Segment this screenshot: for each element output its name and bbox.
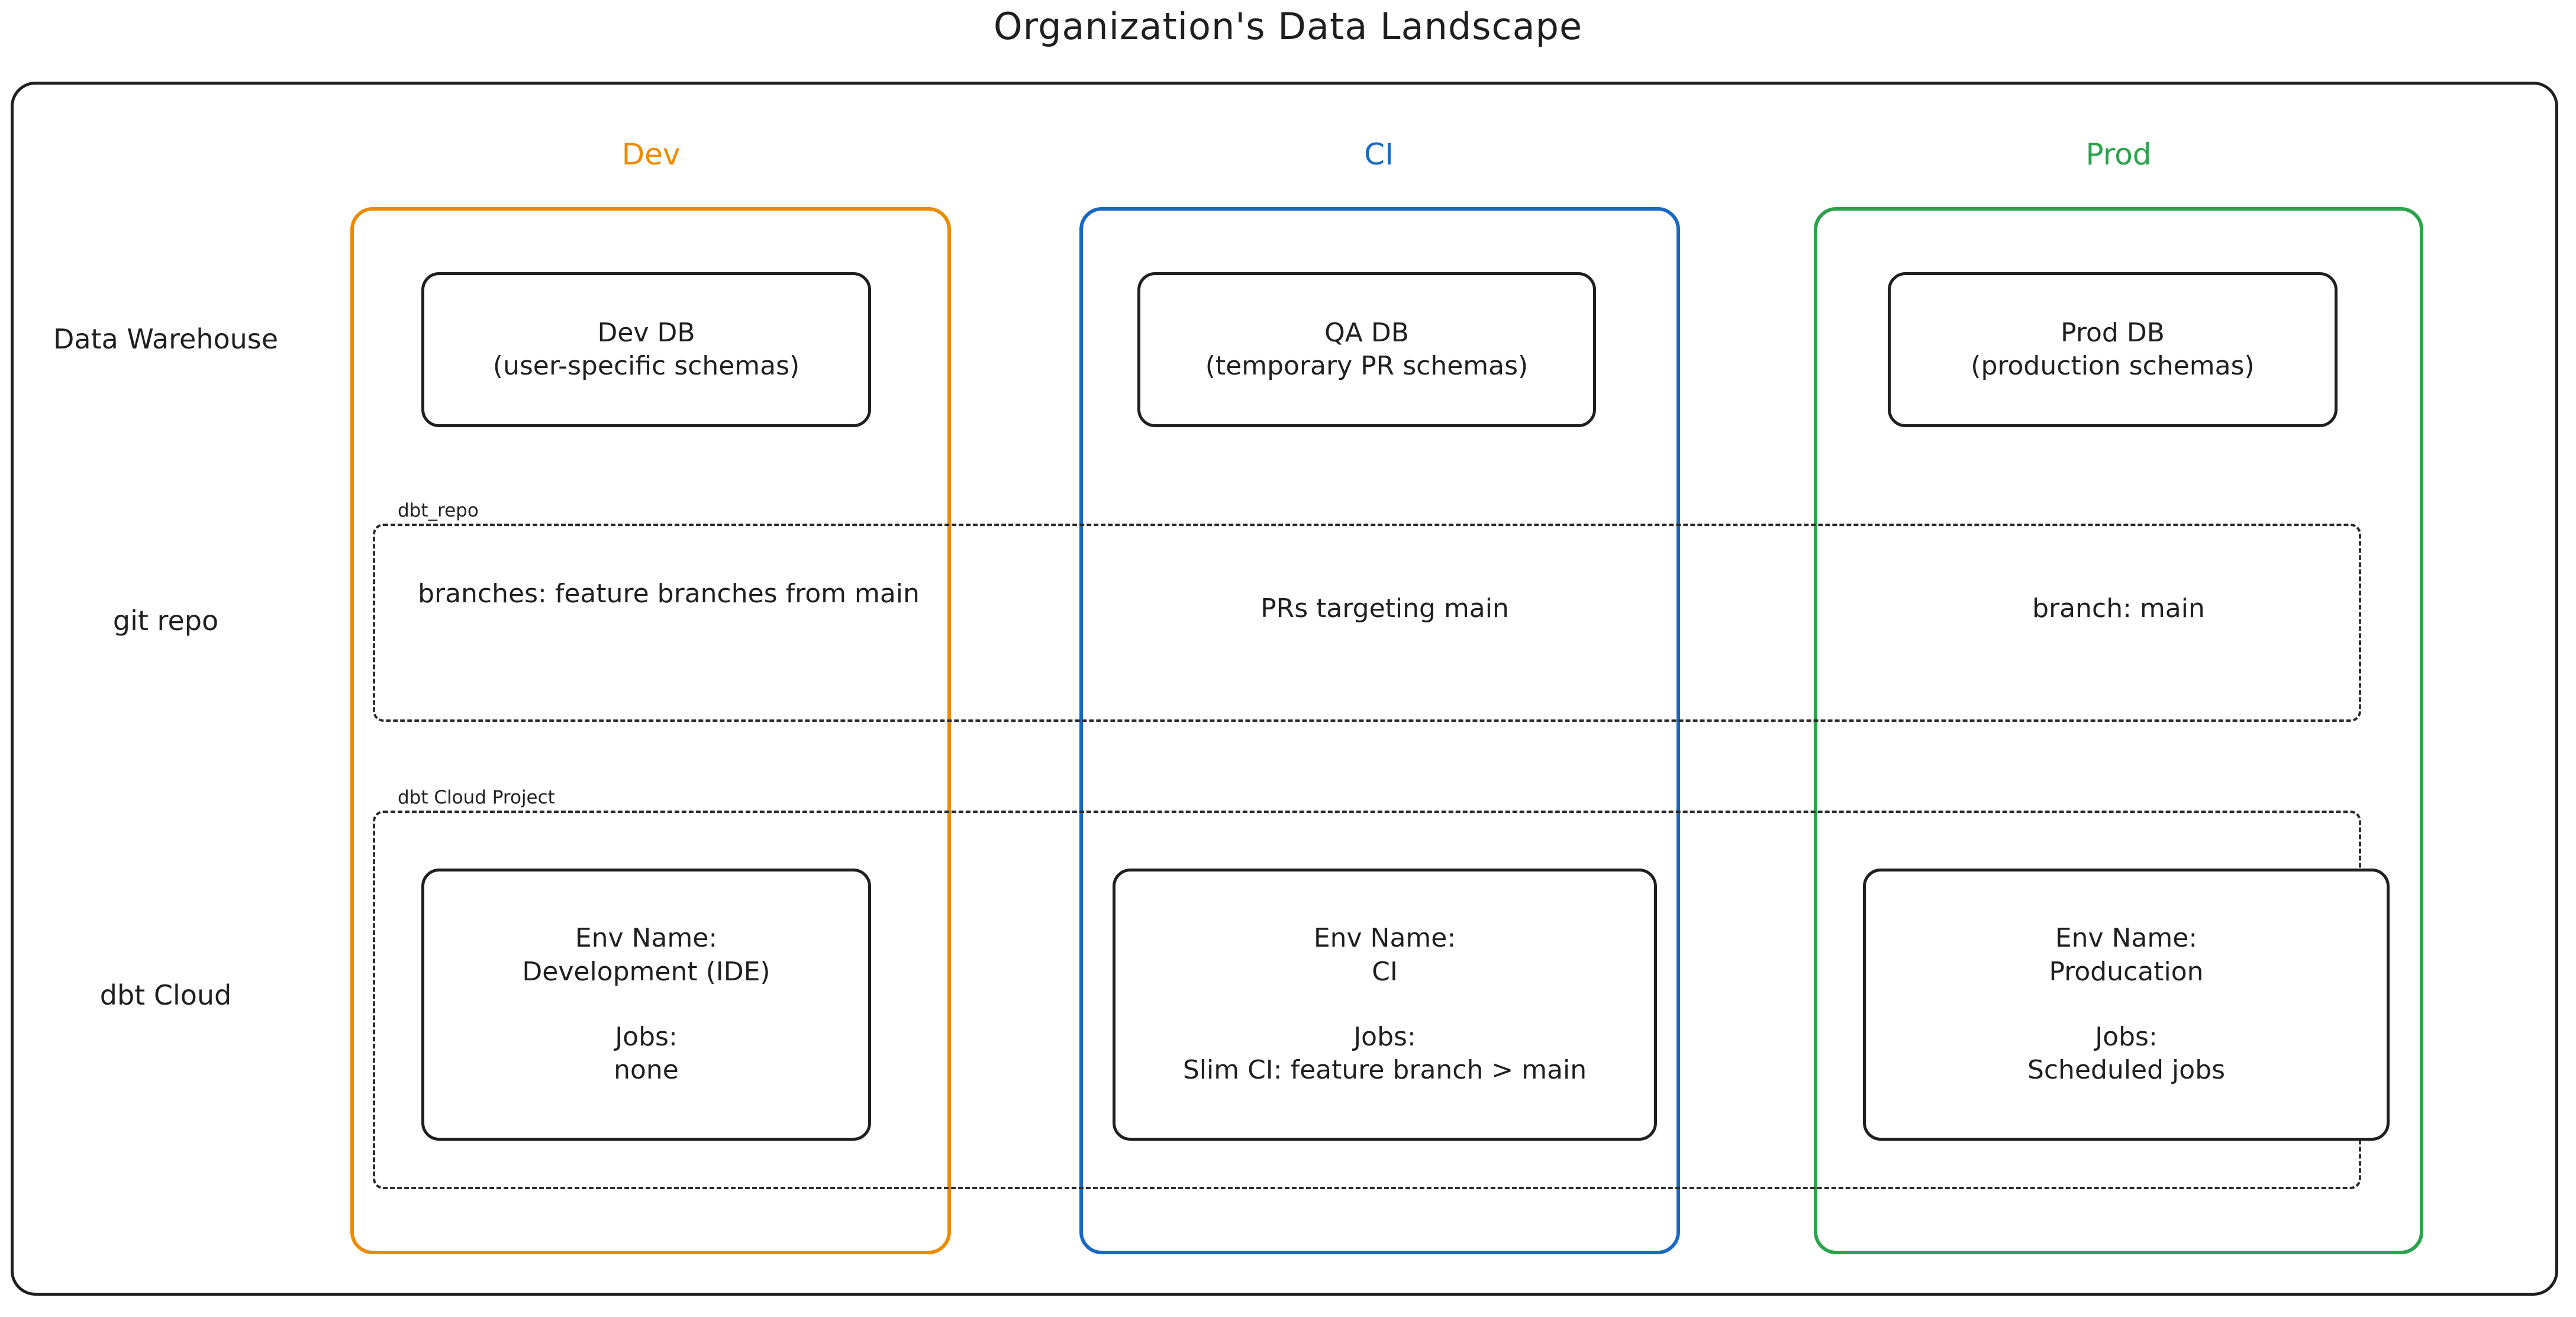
dev-env-name-value: Development (IDE)	[522, 956, 770, 987]
row-label-git-repo: git repo	[112, 605, 219, 637]
card-dbt-cloud-ci[interactable]: Env Name: CI Jobs: Slim CI: feature bran…	[1113, 869, 1657, 1141]
ci-env-name-label: Env Name:	[1313, 923, 1456, 954]
row-label-line2: Warehouse	[127, 323, 279, 355]
card-dev-db-subtitle: (user-specific schemas)	[492, 351, 800, 381]
column-header-ci: CI	[1364, 137, 1394, 172]
group-dbt-repo	[373, 524, 2361, 722]
card-qa-db-subtitle: (temporary PR schemas)	[1205, 351, 1529, 381]
env-column-prod	[1814, 207, 2423, 1254]
row-label-line1: Data	[53, 323, 118, 355]
row-label-dbt-cloud: dbt Cloud	[99, 979, 232, 1011]
outer-frame	[11, 82, 2558, 1296]
git-repo-ci-line1: PRs targeting main	[1260, 593, 1509, 624]
card-dev-db-title: Dev DB	[597, 317, 695, 348]
git-repo-cell-prod: branch: main	[1823, 592, 2414, 625]
prod-jobs-label: Jobs:	[2095, 1022, 2158, 1052]
card-qa-db[interactable]: QA DB (temporary PR schemas)	[1137, 272, 1596, 427]
page-title: Organization's Data Landscape	[993, 5, 1583, 48]
prod-env-name-label: Env Name:	[2055, 923, 2198, 954]
card-dev-db[interactable]: Dev DB (user-specific schemas)	[421, 272, 871, 427]
card-dbt-cloud-dev[interactable]: Env Name: Development (IDE) Jobs: none	[421, 869, 871, 1141]
env-column-ci	[1079, 207, 1680, 1254]
ci-env-name-value: CI	[1372, 956, 1398, 987]
dev-env-name-label: Env Name:	[575, 923, 718, 954]
prod-env-name-value: Producation	[2049, 956, 2204, 987]
git-repo-dev-line2: feature branches from main	[554, 579, 920, 609]
column-header-prod: Prod	[2085, 137, 2152, 172]
git-repo-cell-dev: branches: feature branches from main	[373, 577, 965, 611]
dev-jobs-value: none	[614, 1055, 679, 1086]
card-prod-db-title: Prod DB	[2061, 317, 2165, 348]
ci-jobs-value: Slim CI: feature branch > main	[1182, 1055, 1587, 1086]
group-label-dbt-cloud-project: dbt Cloud Project	[394, 787, 559, 808]
card-prod-db[interactable]: Prod DB (production schemas)	[1888, 272, 2338, 427]
group-label-dbt-repo: dbt_repo	[394, 500, 482, 521]
git-repo-cell-ci: PRs targeting main	[1089, 592, 1681, 625]
card-dbt-cloud-prod[interactable]: Env Name: Producation Jobs: Scheduled jo…	[1863, 869, 2390, 1141]
prod-jobs-value: Scheduled jobs	[2027, 1055, 2226, 1086]
row-label-data-warehouse: Data Warehouse	[36, 323, 296, 355]
card-prod-db-subtitle: (production schemas)	[1971, 351, 2255, 381]
git-repo-dev-line1: branches:	[418, 579, 547, 609]
column-header-dev: Dev	[621, 137, 681, 172]
env-column-dev	[350, 207, 951, 1254]
ci-jobs-label: Jobs:	[1353, 1022, 1416, 1052]
card-qa-db-title: QA DB	[1324, 317, 1409, 348]
dev-jobs-label: Jobs:	[615, 1022, 678, 1052]
git-repo-prod-line1: branch: main	[2032, 593, 2205, 624]
